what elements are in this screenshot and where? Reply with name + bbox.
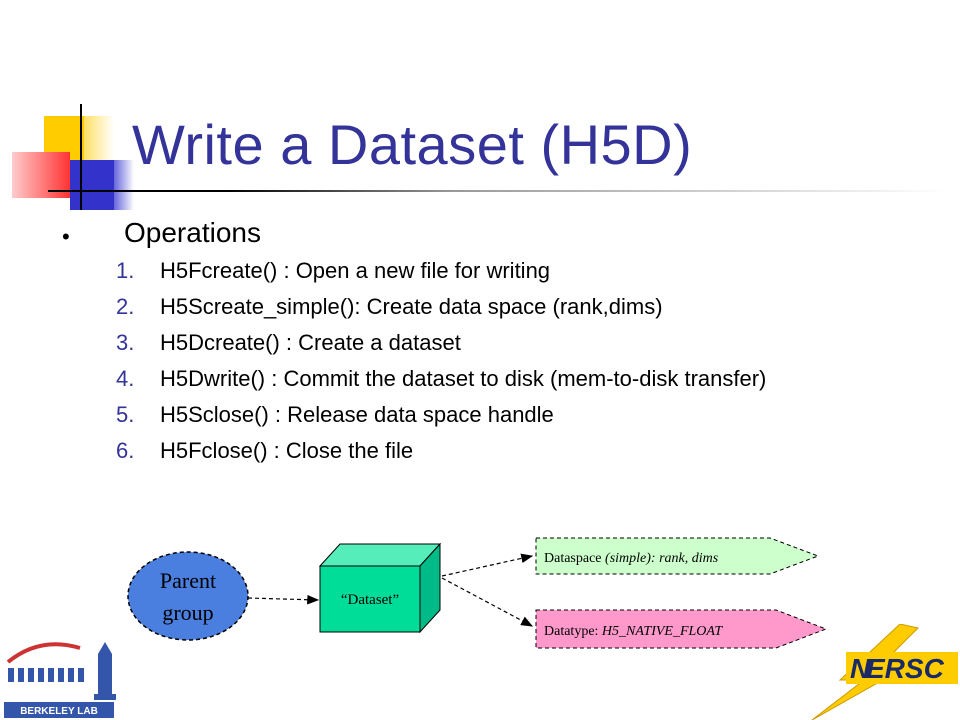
list-text: H5Fclose() : Close the file (160, 438, 414, 463)
list-item: 3. H5Dcreate() : Create a dataset (116, 330, 461, 356)
list-item: 1. H5Fcreate() : Open a new file for writ… (116, 258, 550, 284)
arrow-connector (441, 577, 534, 627)
list-number: 1. (116, 258, 135, 283)
datatype-node (535, 609, 828, 649)
list-text: H5Dcreate() : Create a dataset (160, 330, 461, 355)
list-number: 3. (116, 330, 135, 355)
arrow-connector (441, 553, 534, 577)
corner-decoration (48, 190, 948, 192)
dataset-cube-top (318, 543, 442, 567)
parent-group-label: group (162, 600, 213, 625)
berkeley-lab-logo: BERKELEY LAB (4, 642, 116, 718)
list-item: 2. H5Screate_simple(): Create data space … (116, 294, 663, 320)
list-number: 4. (116, 366, 135, 391)
dataset-cube-front (319, 565, 421, 633)
list-item: 6. H5Fclose() : Close the file (116, 438, 413, 464)
list-text: H5Dwrite() : Commit the dataset to disk … (160, 366, 767, 391)
datatype-label: Datatype: H5_NATIVE_FLOAT (544, 624, 723, 639)
bullet-heading: Operations (124, 217, 261, 248)
list-item: 4. H5Dwrite() : Commit the dataset to dis… (116, 366, 766, 392)
parent-group-node (127, 551, 249, 641)
list-number: 2. (116, 294, 135, 319)
dataspace-node (535, 537, 820, 575)
list-number: 6. (116, 438, 135, 463)
slide-title: Write a Dataset (H5D) (132, 113, 693, 176)
bullet-marker: • (62, 224, 70, 249)
arrow-connector (247, 594, 320, 605)
nersc-text: ERSC (866, 653, 945, 684)
list-item: 5. H5Sclose() : Release data space handle (116, 402, 554, 428)
corner-decoration (80, 104, 82, 210)
dataspace-label: Dataspace (simple): rank, dims (544, 551, 719, 566)
corner-decoration (114, 160, 134, 210)
list-text: H5Screate_simple(): Create data space (r… (160, 294, 663, 319)
corner-decoration (84, 116, 114, 160)
corner-decoration (70, 160, 114, 210)
list-number: 5. (116, 402, 135, 427)
list-text: H5Sclose() : Release data space handle (160, 402, 554, 427)
nersc-logo: ERSC N (811, 624, 958, 720)
parent-group-label: Parent (160, 568, 216, 593)
berkeley-lab-text: BERKELEY LAB (20, 706, 98, 717)
list-text: H5Fcreate() : Open a new file for writin… (160, 258, 551, 283)
nersc-n-glyph: N (850, 653, 871, 684)
dataset-label: “Dataset” (341, 592, 399, 608)
